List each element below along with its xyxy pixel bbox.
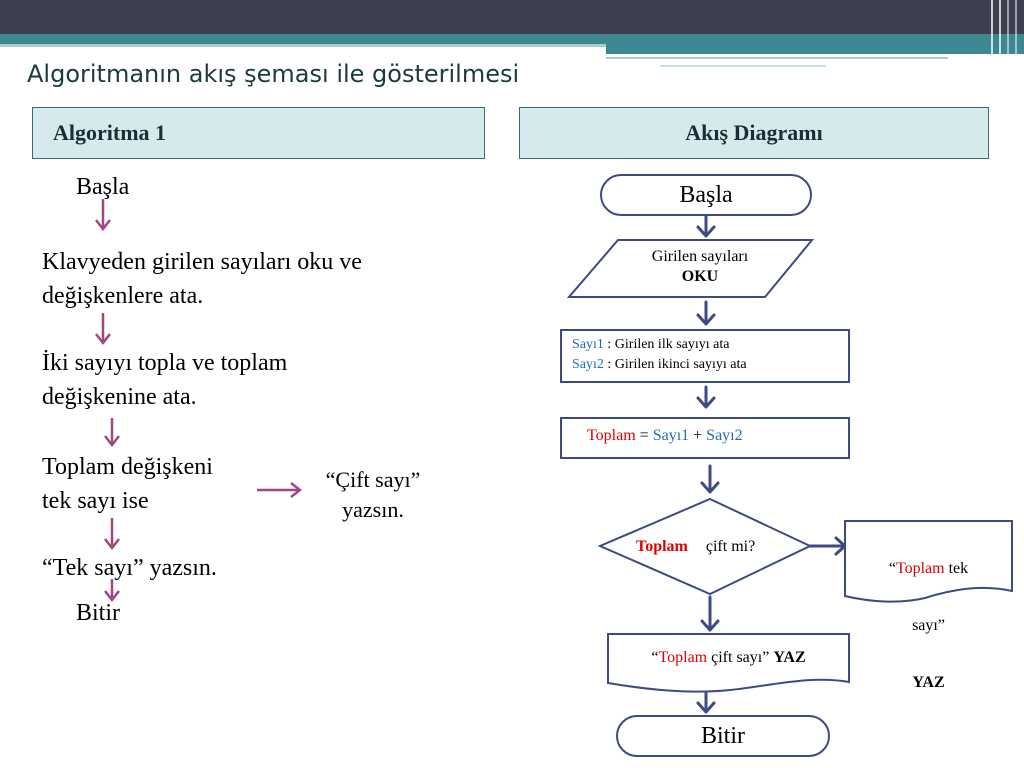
flow-input-line-1: Girilen sayıları (651, 248, 749, 265)
flow-even-rest: çift sayı” (707, 649, 774, 666)
algorithm-arrow-1 (95, 199, 111, 232)
flow-arrow-4 (700, 464, 720, 494)
algorithm-end: Bitir (76, 600, 121, 626)
flow-even-command: YAZ (773, 649, 806, 666)
algorithm-header: Algoritma 1 (32, 107, 485, 159)
flow-arrow-5 (700, 595, 720, 632)
flow-even-document (607, 633, 850, 693)
flow-decision-question: çift mi? (705, 538, 756, 555)
top-decorative-bar (0, 0, 1024, 68)
algorithm-header-label: Algoritma 1 (53, 120, 167, 145)
algorithm-step-1: Klavyeden girilen sayıları oku ve değişk… (42, 245, 362, 313)
flow-decision-text: Toplam çift mi? (636, 537, 755, 557)
slide-title: Algoritmanın akış şeması ile gösterilmes… (27, 60, 520, 88)
algorithm-step-4: “Tek sayı” yazsın. (42, 555, 217, 581)
flow-end-terminal (616, 715, 830, 757)
flow-input-parallelogram (566, 239, 815, 298)
flow-assign-var-2: Sayı2 (572, 357, 604, 372)
algorithm-branch-line-2: yazsın. (342, 497, 404, 522)
flow-input-text: Girilen sayıları OKU (590, 247, 810, 287)
flow-assign-var-1: Sayı1 (572, 337, 604, 352)
flow-sum-process (560, 417, 850, 459)
flow-sum-eq: = (635, 427, 653, 444)
flow-arrow-1 (696, 213, 716, 238)
flow-start-label: Başla (679, 182, 733, 208)
algorithm-step-1-line-1: Klavyeden girilen sayıları oku ve (42, 249, 362, 275)
algorithm-step-2-line-1: İki sayıyı topla ve toplam (42, 350, 288, 376)
flowchart-header-label: Akış Diagramı (685, 120, 823, 145)
algorithm-arrow-3 (104, 418, 120, 448)
flow-sum-plus: + (689, 427, 707, 444)
flow-arrow-3 (696, 385, 716, 409)
algorithm-arrow-4 (104, 518, 120, 551)
algorithm-branch-line-1: “Çift sayı” (325, 467, 421, 492)
algorithm-step-1-line-2: değişkenlere ata. (42, 283, 204, 309)
algorithm-start: Başla (76, 174, 130, 200)
flow-end-label: Bitir (700, 723, 745, 749)
flow-even-var: Toplam (658, 649, 708, 666)
flow-assign-text: Sayı1 : Girilen ilk sayıyı ata Sayı2 : G… (572, 335, 747, 375)
flow-even-text: “Toplam çift sayı” YAZ (608, 648, 849, 668)
algorithm-step-3-line-2: tek sayı ise (42, 488, 149, 514)
flow-start-terminal (600, 174, 812, 216)
flowchart-header: Akış Diagramı (519, 107, 989, 159)
flow-assign-line-2: Sayı2 : Girilen ikinci sayıyı ata (572, 355, 747, 375)
flow-sum-operand-1: Sayı1 (652, 427, 690, 444)
flow-odd-line-2: sayı” (912, 617, 945, 634)
flow-odd-text: “Toplam tek sayı” YAZ (845, 521, 1012, 711)
flow-arrow-decision-right (806, 536, 847, 556)
flow-assign-desc-2: : Girilen ikinci sayıyı ata (603, 357, 747, 372)
flow-input-line-2: OKU (681, 268, 719, 285)
algorithm-arrow-2 (95, 313, 111, 346)
flow-decision-var: Toplam (636, 538, 688, 555)
flow-odd-rest-1: tek (944, 560, 969, 577)
algorithm-step-2: İki sayıyı topla ve toplam değişkenine a… (42, 346, 287, 414)
flow-arrow-6 (696, 688, 716, 714)
algorithm-arrow-5 (104, 579, 120, 603)
flow-assign-desc-1: : Girilen ilk sayıyı ata (603, 337, 730, 352)
flow-odd-var: Toplam (895, 560, 945, 577)
algorithm-arrow-branch (257, 482, 303, 498)
flow-arrow-2 (696, 300, 716, 326)
flow-odd-command: YAZ (912, 674, 945, 691)
flow-assign-process (560, 329, 850, 383)
flow-odd-line-1: “Toplam tek (845, 559, 1012, 578)
flow-sum-var: Toplam (587, 427, 636, 444)
flow-odd-quote: “ (888, 560, 896, 577)
algorithm-step-3-line-1: Toplam değişkeni (42, 454, 213, 480)
algorithm-branch: “Çift sayı” yazsın. (308, 465, 438, 525)
flow-odd-document (844, 520, 1013, 603)
flow-sum-text: Toplam = Sayı1 + Sayı2 (587, 426, 743, 446)
flow-sum-operand-2: Sayı2 (706, 427, 743, 444)
flow-even-quote: “ (651, 649, 659, 666)
algorithm-step-2-line-2: değişkenine ata. (42, 384, 197, 410)
algorithm-step-3: Toplam değişkeni tek sayı ise (42, 450, 213, 518)
flow-decision-diamond (597, 497, 813, 596)
flow-assign-line-1: Sayı1 : Girilen ilk sayıyı ata (572, 335, 747, 355)
